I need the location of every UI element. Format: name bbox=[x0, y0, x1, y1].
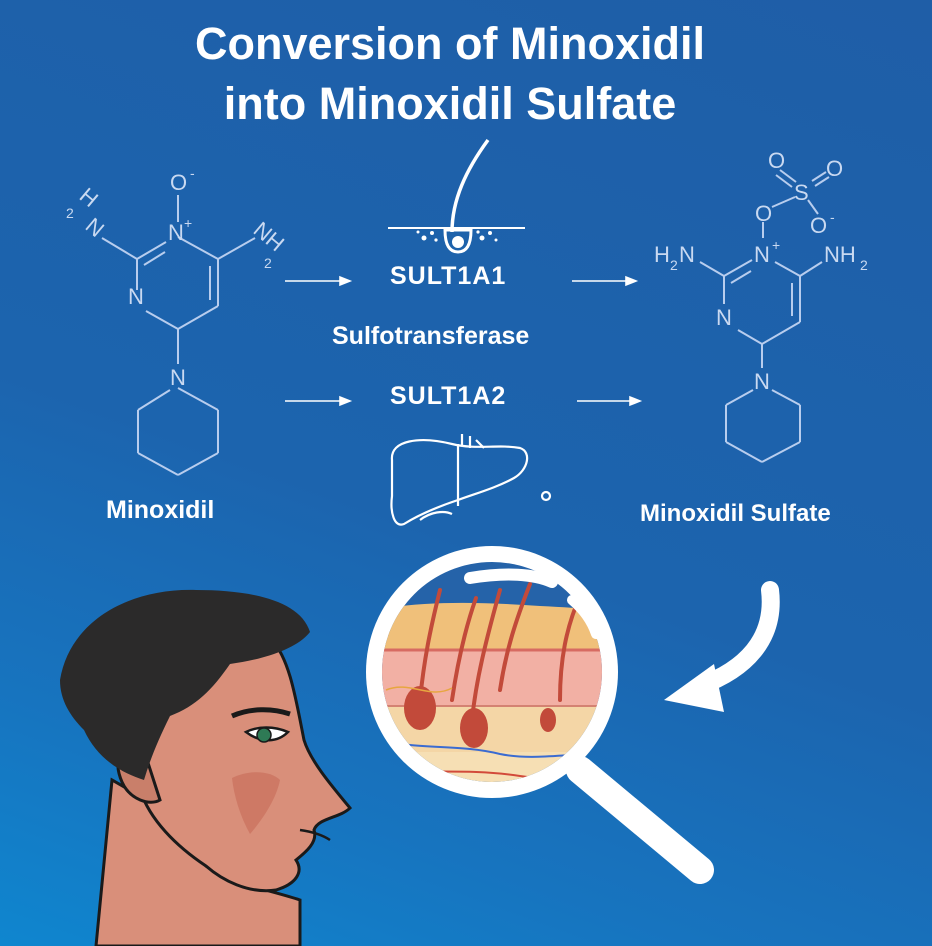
minoxidil-sulfate-structure bbox=[699, 169, 830, 463]
person-profile-illustration bbox=[60, 589, 353, 946]
minoxidil-structure bbox=[101, 195, 256, 476]
atom-nh: NH bbox=[824, 242, 856, 267]
minoxidil-label: Minoxidil bbox=[106, 496, 215, 524]
title-line-1: Conversion of Minoxidil bbox=[194, 18, 705, 69]
atom-subscript: 2 bbox=[66, 205, 74, 221]
minoxidil-sulfate-label: Minoxidil Sulfate bbox=[640, 500, 831, 527]
atom-o: O bbox=[170, 170, 187, 195]
liver-icon bbox=[390, 434, 552, 526]
magnifier-skin-cross-section-icon bbox=[366, 546, 714, 884]
atom-subscript: 2 bbox=[860, 257, 868, 273]
atom-s: S bbox=[794, 180, 809, 205]
atom-n-piperidine: N bbox=[170, 365, 186, 390]
atom-n-ring: N bbox=[754, 242, 770, 267]
atom-n-ring: N bbox=[128, 284, 144, 309]
reaction-arrows bbox=[285, 275, 643, 407]
atom-o: O bbox=[755, 201, 772, 226]
hair-follicle-icon bbox=[388, 138, 525, 254]
atom-o: O bbox=[826, 156, 843, 181]
atom-n-piperidine: N bbox=[754, 369, 770, 394]
atom-o: O bbox=[768, 148, 785, 173]
atom-subscript: 2 bbox=[264, 255, 272, 271]
atom-charge-plus: + bbox=[184, 215, 192, 231]
atom-charge-plus: + bbox=[772, 237, 780, 253]
title-line-2: into Minoxidil Sulfate bbox=[223, 78, 677, 129]
atom-charge-minus: - bbox=[190, 165, 195, 181]
enzyme-label-sult1a1: SULT1A1 bbox=[390, 262, 507, 290]
atom-h: H bbox=[654, 242, 670, 267]
enzyme-class-label: Sulfotransferase bbox=[332, 322, 530, 350]
enzyme-label-sult1a2: SULT1A2 bbox=[390, 382, 507, 410]
atom-n: N bbox=[679, 242, 695, 267]
atom-n-ring: N bbox=[716, 305, 732, 330]
atom-o: O bbox=[810, 213, 827, 238]
atom-subscript: 2 bbox=[670, 257, 678, 273]
atom-charge-minus: - bbox=[830, 209, 835, 225]
minoxidil-sulfate-atom-labels: O O S O - O N + H 2 N NH 2 N N bbox=[654, 148, 868, 394]
curved-arrow-icon bbox=[664, 581, 780, 712]
atom-n-ring: N bbox=[168, 220, 184, 245]
